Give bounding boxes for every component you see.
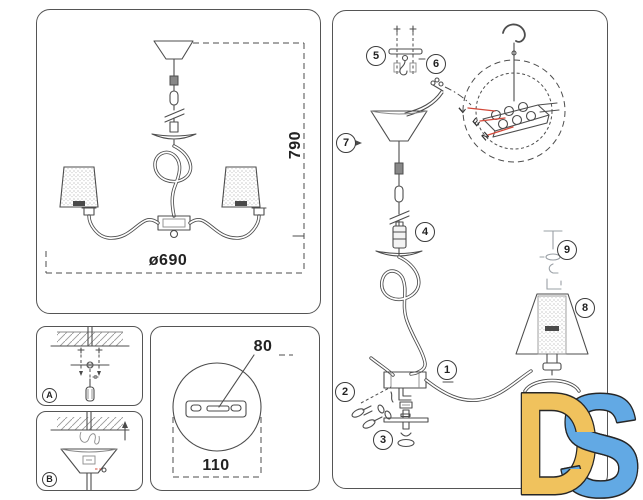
dimension-lines (45, 42, 305, 274)
ceiling (50, 412, 130, 431)
step-b-drawing (50, 412, 130, 490)
exploded-assembly-drawing (351, 23, 589, 448)
diameter-dimension-label: ø690 (148, 252, 188, 269)
part-callout-6: 6 (426, 54, 446, 74)
step-a-drawing (50, 327, 130, 402)
finial-parts (539, 230, 567, 290)
central-hub (157, 215, 191, 239)
arms (81, 207, 267, 240)
wiring-detail-circle (462, 23, 566, 163)
slot-dimension-label: 80 (253, 338, 273, 355)
central-hub (369, 356, 533, 403)
part-callout-3: 3 (373, 430, 393, 450)
chandelier-dimension-drawing (45, 40, 305, 274)
up-arrow-icon (122, 421, 128, 441)
step-a-badge: A (42, 388, 57, 403)
mount-screws (70, 347, 110, 379)
hook-cable (502, 23, 526, 102)
ds-logo: S D S (513, 388, 643, 500)
part-callout-1: 1 (437, 360, 457, 380)
height-dimension-label: 790 (287, 130, 304, 160)
decorative-loop (375, 247, 427, 376)
mounting-plate (185, 400, 247, 418)
canopy (60, 448, 118, 490)
ceiling (50, 327, 130, 347)
shade-left (59, 166, 99, 208)
plate-dimension-label: 110 (202, 457, 230, 474)
brand-logo: S D S (512, 388, 643, 500)
ceiling-cup (172, 362, 262, 452)
overview-dimension-panel (36, 9, 321, 314)
shade-right (221, 166, 261, 208)
canopy (355, 110, 428, 146)
part-callout-9: 9 (557, 240, 577, 260)
screwdriver-icon (85, 378, 95, 402)
logo-letter-s-front: S (558, 388, 642, 500)
shade (515, 293, 589, 393)
fastener-hardware (351, 386, 429, 448)
bracket-dimension-panel (150, 326, 320, 491)
canopy (153, 40, 194, 133)
screw-set (351, 386, 394, 429)
part-callout-7: 7 (336, 133, 356, 153)
ceiling-bracket (388, 25, 426, 76)
bracket-drawing (172, 354, 293, 478)
part-callout-2: 2 (335, 382, 355, 402)
part-callout-8: 8 (575, 298, 595, 318)
logo-letter-d: D (514, 388, 600, 500)
part-callout-5: 5 (366, 46, 386, 66)
wire-connector (404, 77, 472, 117)
terminal-block (482, 101, 560, 138)
logo-letter-s-back: S (558, 388, 642, 500)
wire-leads (467, 107, 514, 136)
step-b-badge: B (42, 472, 57, 487)
wires (79, 431, 100, 445)
part-callout-4: 4 (415, 222, 435, 242)
stem-assembly (389, 140, 410, 249)
dimension-lines (172, 354, 293, 478)
decorative-loop (151, 133, 197, 218)
